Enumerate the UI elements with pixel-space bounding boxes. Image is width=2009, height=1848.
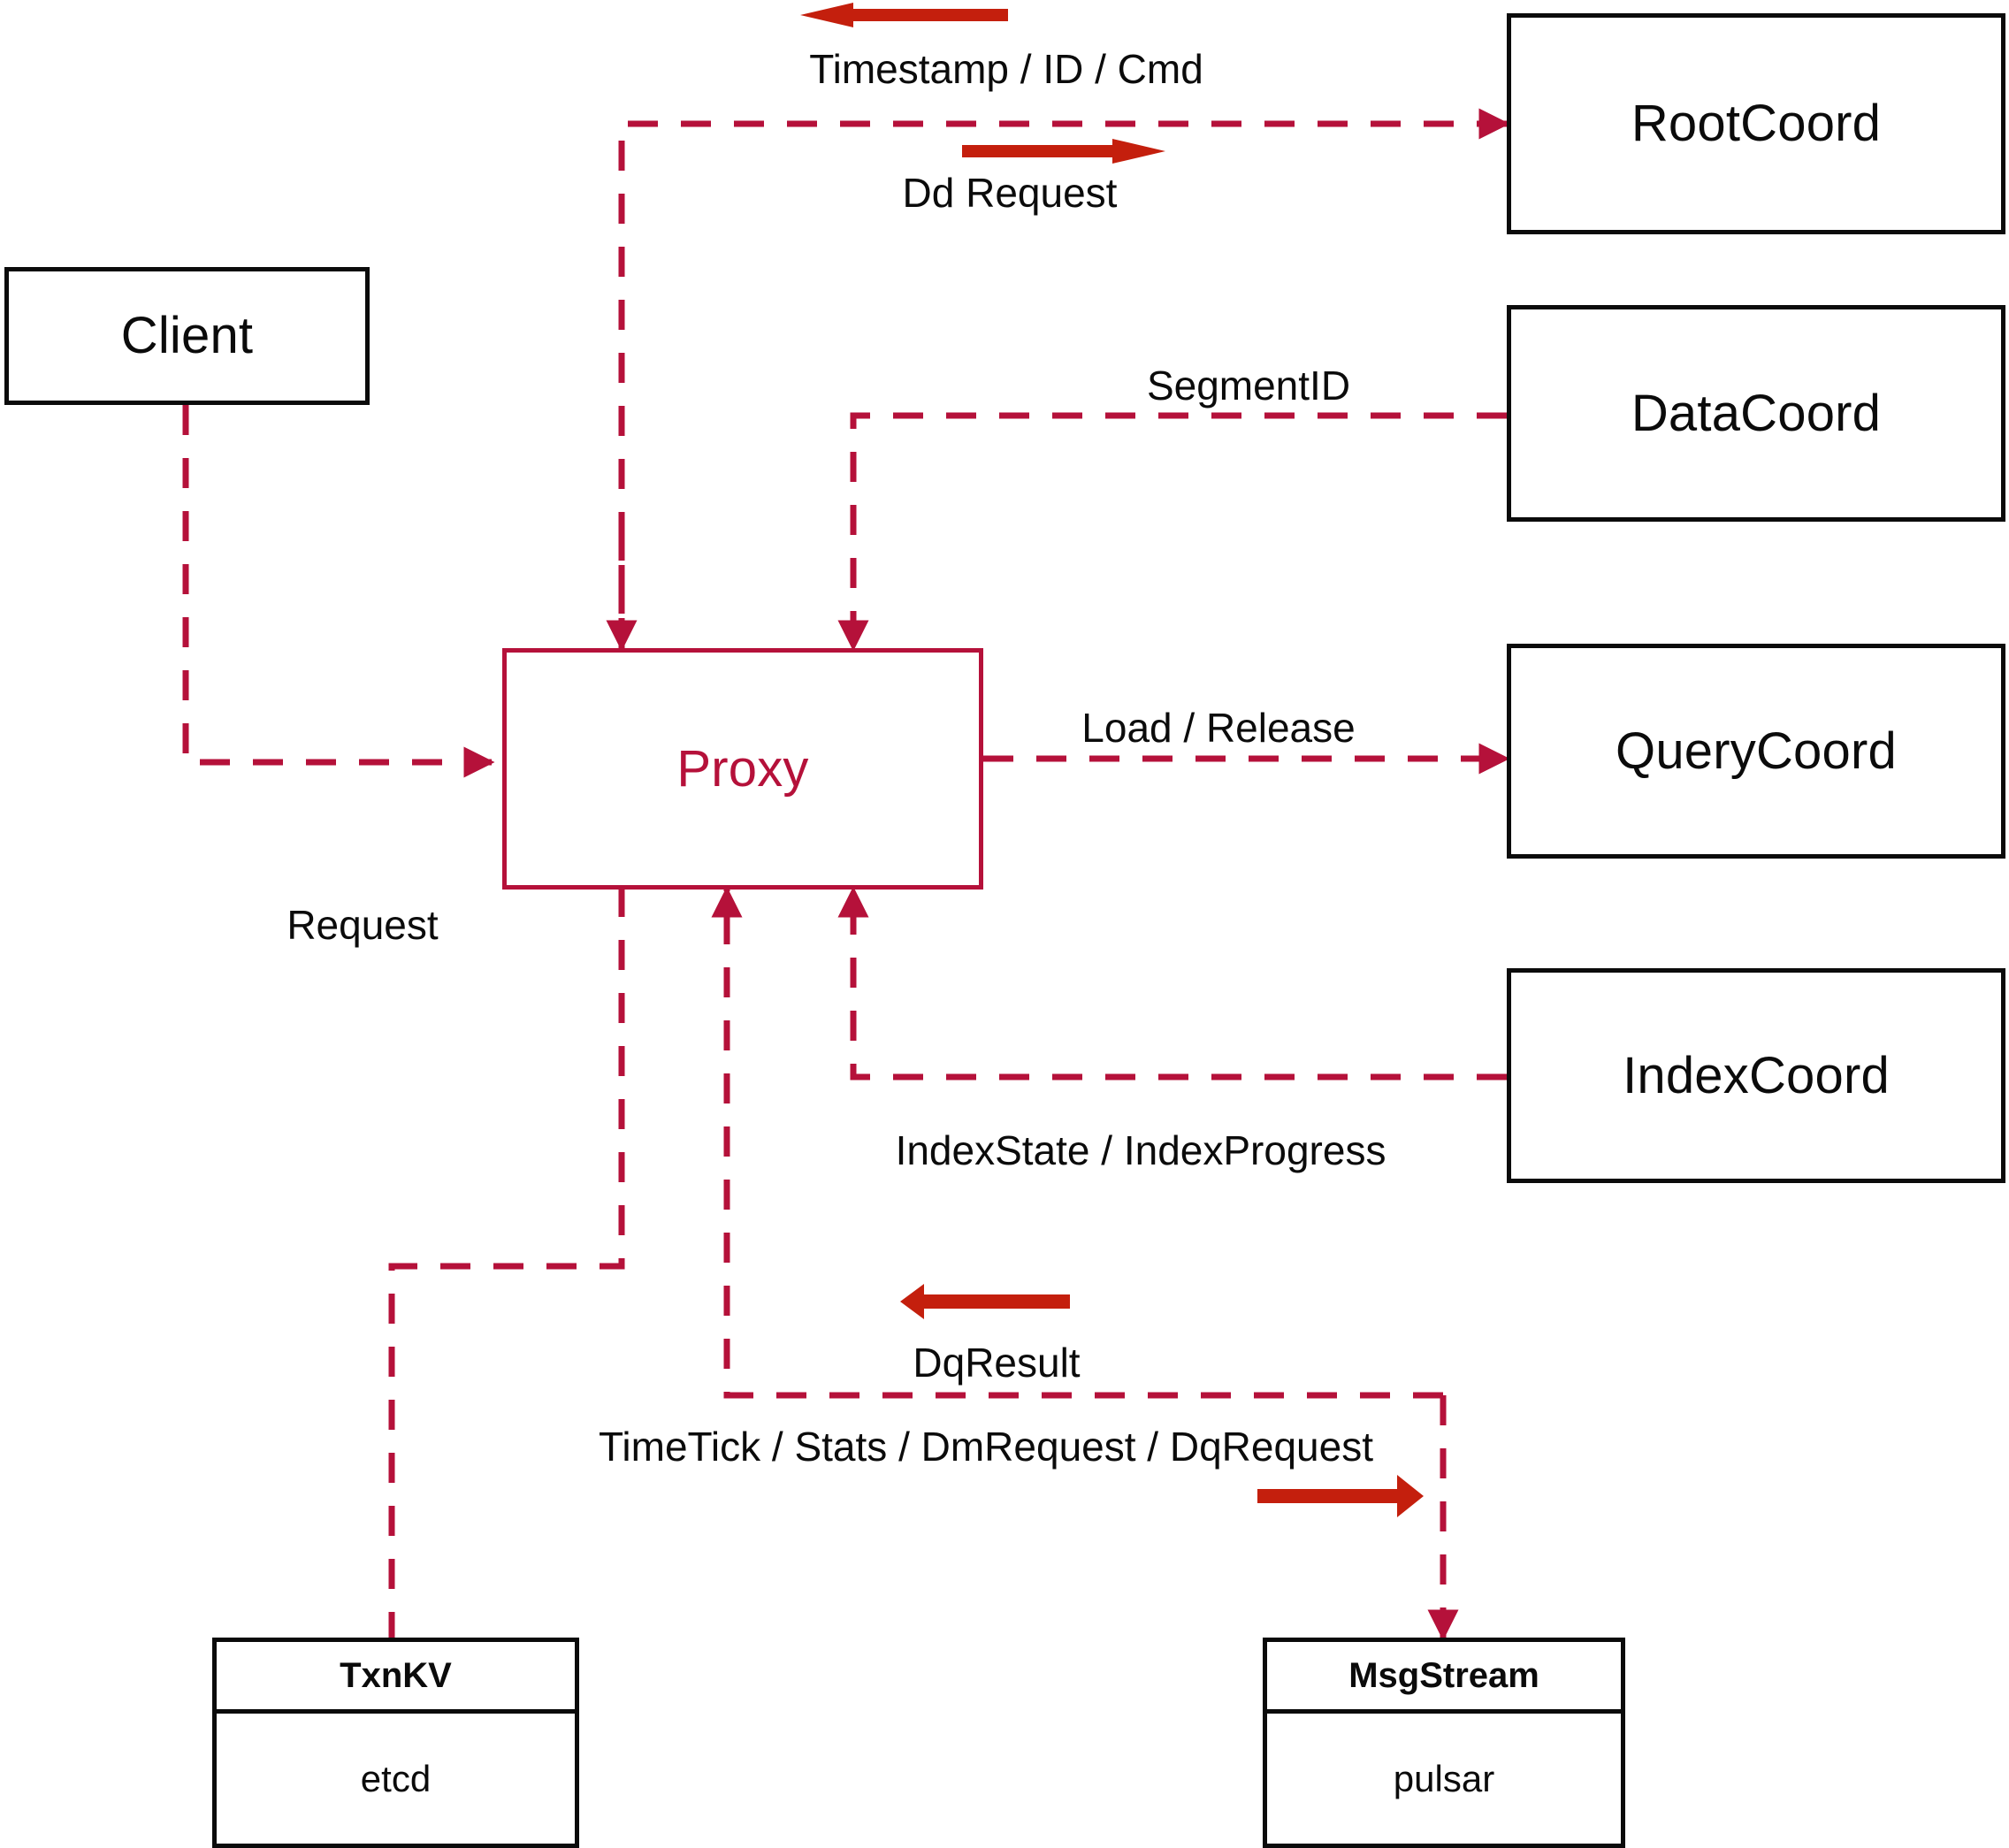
- edge-label-timetick-stats: TimeTick / Stats / DmRequest / DqRequest: [599, 1424, 1373, 1470]
- node-proxy-label: Proxy: [676, 739, 809, 798]
- edge-label-request: Request: [286, 902, 439, 948]
- node-msgstream-body: pulsar: [1267, 1714, 1621, 1844]
- wire-indexcoord-to-proxy: [837, 886, 1507, 1081]
- node-txnkv-label: TxnKV: [340, 1655, 452, 1695]
- wire-msgstream-to-proxy: [711, 886, 1443, 1399]
- node-msgstream-label: MsgStream: [1348, 1655, 1539, 1695]
- wire-datacoord-to-proxy: [837, 412, 1507, 652]
- node-txnkv-impl: etcd: [360, 1757, 432, 1799]
- node-client[interactable]: Client: [4, 267, 370, 405]
- node-datacoord-label: DataCoord: [1631, 384, 1882, 442]
- node-rootcoord[interactable]: RootCoord: [1507, 13, 2005, 234]
- wire-proxy-to-txnkv: [388, 887, 625, 1638]
- node-msgstream-impl: pulsar: [1393, 1757, 1495, 1799]
- annotation-arrow-dqresult-left: [900, 1284, 1070, 1319]
- node-indexcoord-label: IndexCoord: [1623, 1046, 1890, 1104]
- edge-label-timestamp-id-cmd: Timestamp / ID / Cmd: [809, 46, 1203, 92]
- wire-client-to-proxy: [182, 405, 495, 778]
- node-indexcoord[interactable]: IndexCoord: [1507, 968, 2005, 1183]
- annotation-arrow-dd-request-right: [962, 139, 1165, 164]
- node-rootcoord-label: RootCoord: [1631, 95, 1882, 152]
- wire-proxy-to-rootcoord: [618, 108, 1510, 648]
- node-txnkv[interactable]: TxnKV etcd: [212, 1638, 579, 1848]
- annotation-arrow-timetick-right: [1257, 1475, 1424, 1517]
- node-txnkv-header: TxnKV: [217, 1642, 575, 1714]
- node-querycoord[interactable]: QueryCoord: [1507, 644, 2005, 859]
- node-msgstream-header: MsgStream: [1267, 1642, 1621, 1714]
- edge-label-dd-request: Dd Request: [902, 170, 1118, 216]
- edge-label-load-release: Load / Release: [1081, 705, 1356, 751]
- node-txnkv-body: etcd: [217, 1714, 575, 1844]
- edge-label-segmentid: SegmentID: [1146, 363, 1351, 409]
- node-querycoord-label: QueryCoord: [1616, 722, 1897, 780]
- node-client-label: Client: [120, 307, 254, 364]
- edge-label-indexstate: IndexState / IndexProgress: [895, 1127, 1386, 1173]
- node-proxy[interactable]: Proxy: [502, 648, 983, 890]
- annotation-arrow-timestamp-left: [800, 3, 1008, 27]
- edge-label-dqresult: DqResult: [913, 1340, 1081, 1386]
- node-datacoord[interactable]: DataCoord: [1507, 305, 2005, 522]
- node-msgstream[interactable]: MsgStream pulsar: [1263, 1638, 1625, 1848]
